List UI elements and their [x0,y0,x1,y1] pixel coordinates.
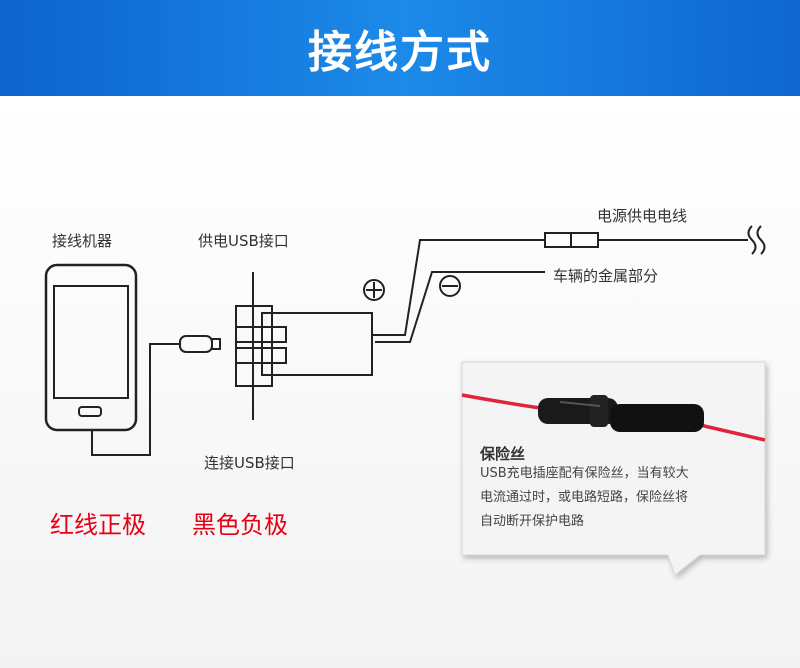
header-banner: 接线方式 [0,0,800,96]
fuse-line-3: 自动断开保护电路 [480,514,585,529]
fuse-line-2: 电流通过时，或电路短路，保险丝将 [480,490,689,505]
fuse-line-1: USB充电插座配有保险丝，当有较大 [480,466,689,481]
page-title: 接线方式 [308,27,492,78]
fuse-photo [461,393,766,442]
power-line-label: 电源供电电线 [597,207,688,225]
legend-black: 黑色负极 [192,511,288,539]
vehicle-metal-label: 车辆的金属部分 [553,267,659,285]
fuse-holder-icon [544,232,599,248]
phone-cable [91,343,180,456]
plus-terminal-icon [363,279,385,301]
device-label: 接线机器 [52,232,113,250]
fuse-title: 保险丝 [480,445,526,463]
usb-adapter-icon [235,272,373,420]
legend-red: 红线正极 [50,511,146,539]
micro-usb-plug-icon [179,335,221,353]
connect-usb-label: 连接USB接口 [204,454,295,472]
minus-terminal-icon [439,275,461,297]
wire-break-icon [747,225,766,255]
power-usb-label: 供电USB接口 [198,232,289,250]
power-wires [372,239,748,343]
